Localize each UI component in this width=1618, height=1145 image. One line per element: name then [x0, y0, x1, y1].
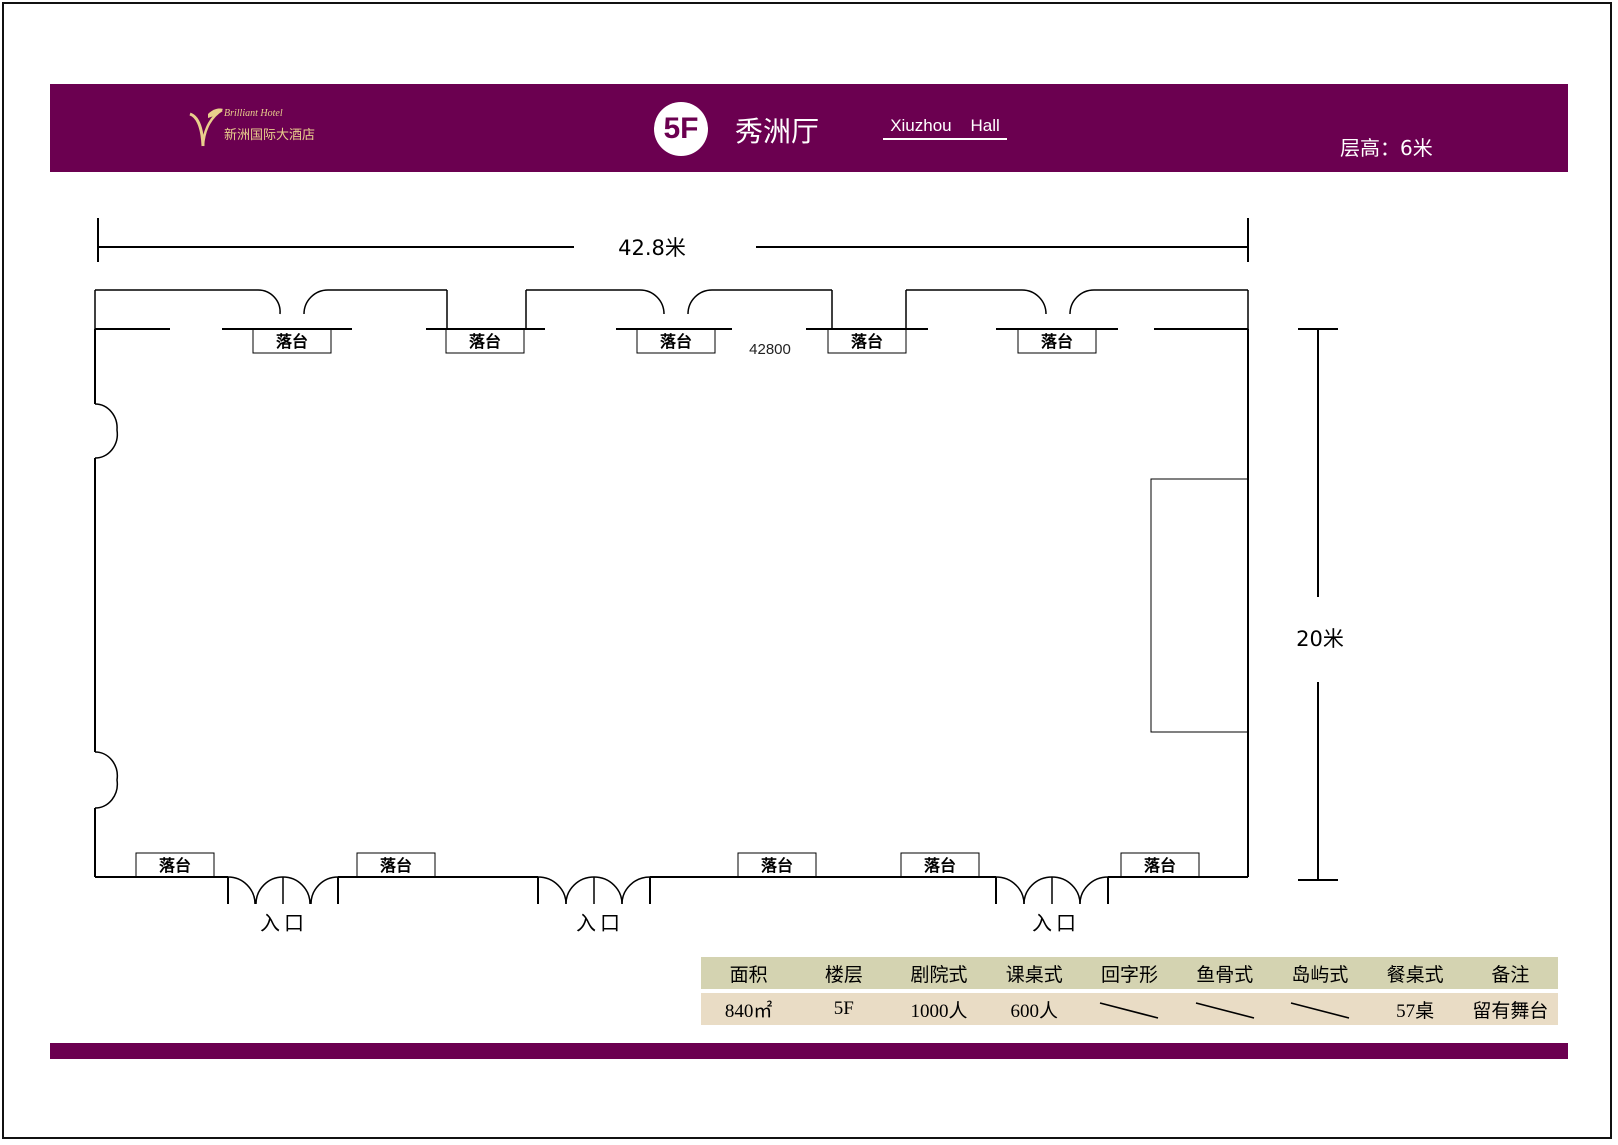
not-applicable-slash-icon [1290, 1001, 1350, 1019]
window-box-top-4 [827, 328, 907, 354]
window-label-bottom-4: 落台 [924, 856, 956, 875]
not-applicable-slash-icon [1100, 1001, 1159, 1019]
top-corridor [94, 289, 1249, 329]
window-box-bottom-2 [356, 852, 436, 878]
depth-dimension-line [1298, 328, 1338, 881]
logo-chinese-text: 新洲国际大酒店 [224, 128, 316, 143]
logo-english-text: Brilliant Hotel [224, 108, 283, 119]
entrance-doors [227, 876, 1109, 905]
cad-dimension-text: 42800 [749, 341, 791, 358]
header-floor: 楼层 [796, 957, 892, 989]
value-hollow-square [1081, 993, 1178, 1025]
window-label-top-1: 落台 [276, 332, 308, 351]
window-label-top-3: 落台 [660, 332, 692, 351]
header-theater: 剧院式 [891, 957, 987, 989]
width-dimension-line [97, 218, 1249, 262]
left-wall [94, 329, 119, 877]
stage [1150, 478, 1249, 733]
window-box-bottom-3 [737, 852, 817, 878]
window-box-bottom-1 [135, 852, 215, 878]
hall-name-chinese: 秀洲厅 [735, 115, 820, 148]
header-area: 面积 [701, 957, 797, 989]
header-herringbone: 鱼骨式 [1177, 957, 1273, 989]
window-label-top-4: 落台 [851, 332, 883, 351]
window-label-bottom-5: 落台 [1144, 856, 1176, 875]
depth-label: 20米 [1296, 627, 1344, 651]
not-applicable-slash-icon [1195, 1001, 1254, 1019]
value-island [1272, 993, 1368, 1025]
window-box-top-2 [445, 328, 525, 354]
value-banquet: 57桌 [1367, 993, 1463, 1025]
window-label-bottom-2: 落台 [380, 856, 412, 875]
window-label-top-2: 落台 [469, 332, 501, 351]
value-remarks: 留有舞台 [1462, 993, 1558, 1025]
value-area: 840㎡ [701, 993, 797, 1025]
floor-badge: 5F [654, 102, 708, 156]
entrance-label-1: 入口 [260, 911, 308, 935]
capacity-table-row: 840㎡ 5F 1000人 600人 57桌 留有舞台 [701, 993, 1558, 1025]
value-herringbone [1177, 993, 1273, 1025]
hall-name-english: Xiuzhou Hall [883, 116, 1007, 140]
window-label-bottom-1: 落台 [159, 856, 191, 875]
value-classroom: 600人 [986, 993, 1082, 1025]
hotel-logo-icon [189, 108, 223, 147]
hotel-logo: Brilliant Hotel 新洲国际大酒店 [186, 106, 326, 158]
capacity-table-header-row: 面积 楼层 剧院式 课桌式 回字形 鱼骨式 岛屿式 餐桌式 备注 [701, 957, 1558, 989]
window-label-bottom-3: 落台 [761, 856, 793, 875]
capacity-table: 面积 楼层 剧院式 课桌式 回字形 鱼骨式 岛屿式 餐桌式 备注 840㎡ 5F… [701, 953, 1558, 1029]
header-classroom: 课桌式 [986, 957, 1082, 989]
window-label-top-5: 落台 [1041, 332, 1073, 351]
header-remarks: 备注 [1462, 957, 1558, 989]
value-theater: 1000人 [891, 993, 987, 1025]
ceiling-height: 层高：6米 [1340, 136, 1433, 160]
window-box-top-3 [636, 328, 716, 354]
entrance-label-2: 入口 [576, 911, 624, 935]
window-box-bottom-4 [900, 852, 980, 878]
footer-bar [50, 1043, 1568, 1059]
entrance-label-3: 入口 [1032, 911, 1080, 935]
window-box-top-5 [1017, 328, 1097, 354]
window-box-bottom-5 [1120, 852, 1200, 878]
header-hollow-square: 回字形 [1081, 957, 1178, 989]
value-floor: 5F [796, 993, 892, 1025]
window-box-top-1 [252, 328, 332, 354]
header-island: 岛屿式 [1272, 957, 1368, 989]
header-bar: Brilliant Hotel 新洲国际大酒店 5F 秀洲厅 Xiuzhou H… [50, 84, 1568, 172]
width-label: 42.8米 [618, 236, 686, 260]
header-banquet: 餐桌式 [1367, 957, 1463, 989]
